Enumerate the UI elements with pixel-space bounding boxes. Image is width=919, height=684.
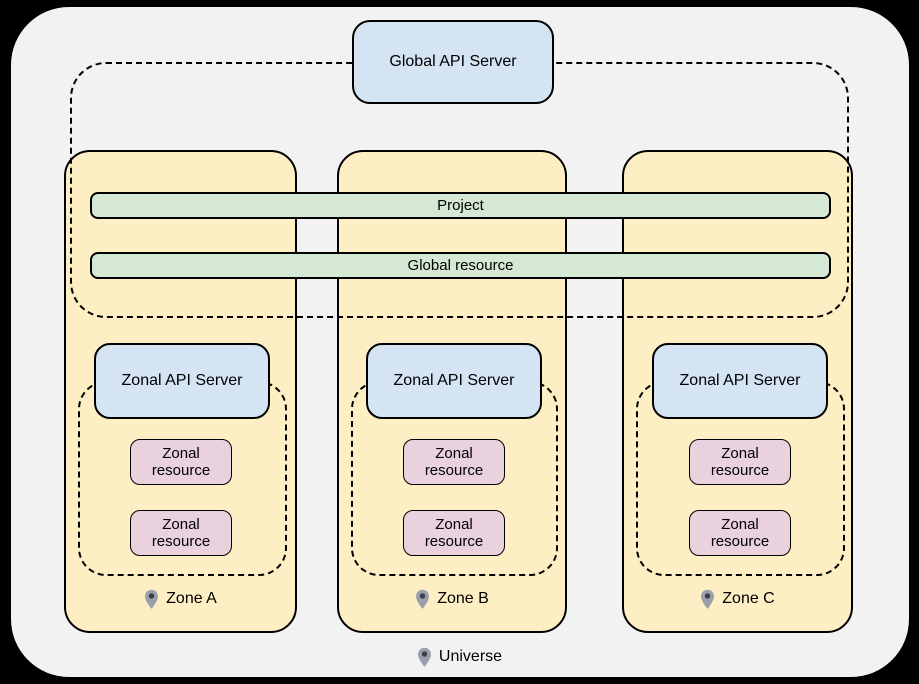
zone-b-zonal-api-server-box: Zonal API Server [366,343,542,419]
zonal-resource-label: Zonal resource [710,444,770,479]
zone-c-label: Zone C [722,590,775,607]
global-resource-bar-label: Global resource [407,257,514,274]
zone-a-label: Zone A [166,590,217,607]
zone-c-zonal-resource-2: Zonal resource [689,510,791,556]
zonal-resource-label: Zonal resource [424,444,484,479]
zonal-resource-label: Zonal resource [424,515,484,550]
zone-b-zonal-resource-1: Zonal resource [403,439,505,485]
zone-c-zonal-api-server-box: Zonal API Server [652,343,828,419]
zone-b-label: Zone B [437,590,489,607]
location-pin-icon [417,647,431,667]
zone-b-label-row: Zone B [337,586,567,612]
project-bar: Project [90,192,831,219]
zonal-resource-label: Zonal resource [151,444,211,479]
zone-a-zonal-api-server-box: Zonal API Server [94,343,270,419]
zonal-resource-label: Zonal resource [710,515,770,550]
global-api-server-box: Global API Server [352,20,554,104]
location-pin-icon [701,589,715,609]
universe-label: Universe [438,648,503,665]
location-pin-icon [416,589,430,609]
universe-label-row: Universe [0,644,919,670]
zone-b-zonal-resource-2: Zonal resource [403,510,505,556]
zone-a-zonal-resource-1: Zonal resource [130,439,232,485]
zone-a-label-row: Zone A [64,586,297,612]
location-pin-icon [145,589,159,609]
zone-c-zonal-resource-1: Zonal resource [689,439,791,485]
zonal-resource-label: Zonal resource [151,515,211,550]
project-bar-label: Project [437,197,484,214]
global-resource-bar: Global resource [90,252,831,279]
zonal-api-server-label: Zonal API Server [393,372,515,389]
zone-a-zonal-resource-2: Zonal resource [130,510,232,556]
zonal-api-server-label: Zonal API Server [121,372,243,389]
global-api-server-label: Global API Server [389,53,517,70]
zone-c-label-row: Zone C [622,586,853,612]
zonal-api-server-label: Zonal API Server [679,372,801,389]
